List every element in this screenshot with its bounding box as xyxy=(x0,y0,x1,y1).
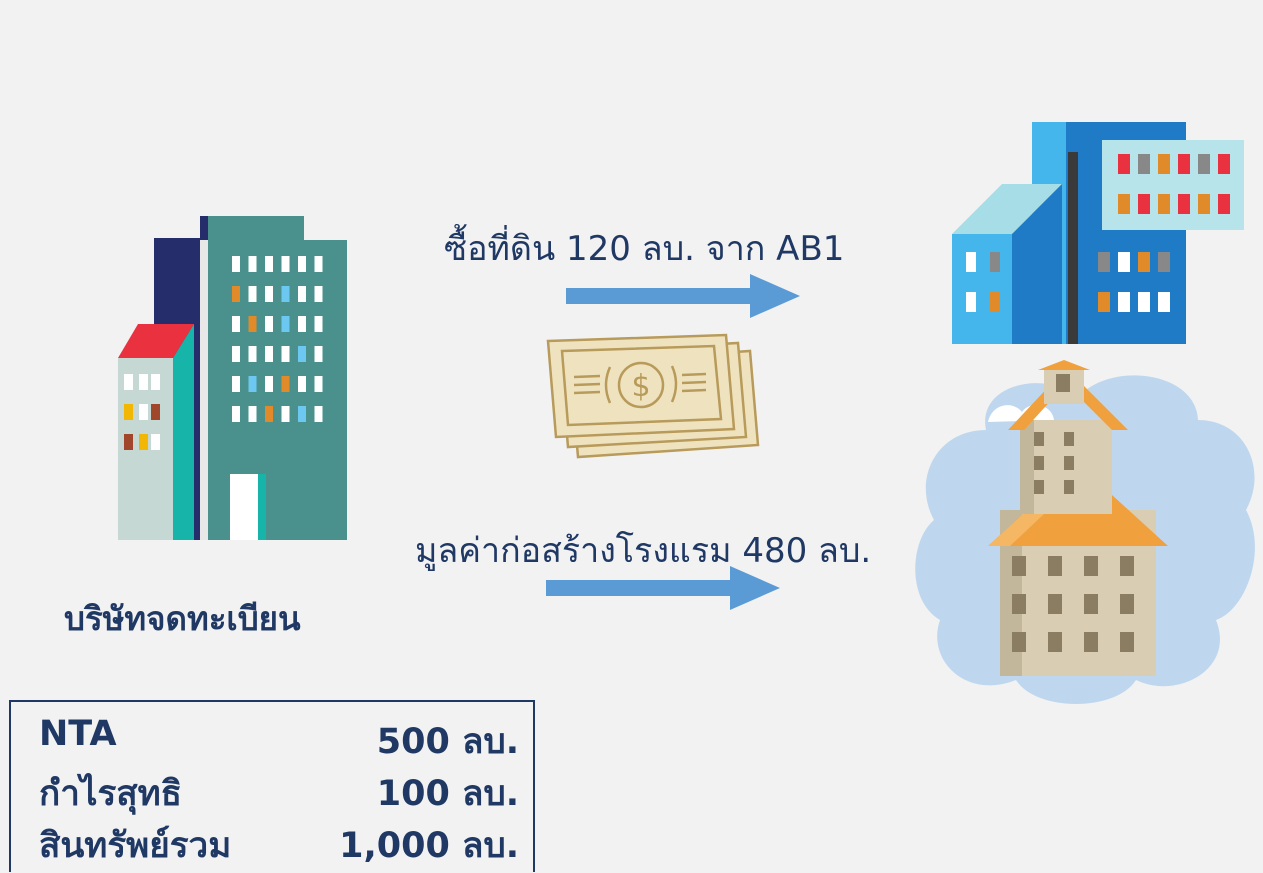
stat-value: 100 ลบ. xyxy=(376,774,519,814)
hotel-building-icon xyxy=(915,360,1255,704)
stat-label: กำไรสุทธิ xyxy=(39,774,183,814)
stat-value: 1,000 ลบ. xyxy=(339,826,519,866)
banknotes-icon: $ xyxy=(546,333,760,459)
stats-box: NTA 500 ลบ. กำไรสุทธิ 100 ลบ. สินทรัพย์ร… xyxy=(9,700,535,872)
city-buildings-icon xyxy=(952,122,1244,344)
stat-label: NTA xyxy=(39,714,117,754)
stat-value: 500 ลบ. xyxy=(376,722,519,762)
buy-land-label: ซื้อที่ดิน 120 ลบ. จาก AB1 xyxy=(444,229,845,269)
stat-row-net-profit: กำไรสุทธิ 100 ลบ. xyxy=(39,766,519,814)
stat-label: สินทรัพย์รวม xyxy=(39,826,232,866)
arrow-right-icon xyxy=(566,274,800,318)
build-hotel-label: มูลค่าก่อสร้างโรงแรม 480 ลบ. xyxy=(415,531,872,571)
stat-row-nta: NTA 500 ลบ. xyxy=(39,714,519,762)
stat-row-total-assets: สินทรัพย์รวม 1,000 ลบ. xyxy=(39,818,519,866)
office-building-icon xyxy=(118,216,347,540)
arrow-right-icon xyxy=(546,566,780,610)
svg-text:$: $ xyxy=(631,369,650,404)
company-name: บริษัทจดทะเบียน xyxy=(64,599,301,638)
